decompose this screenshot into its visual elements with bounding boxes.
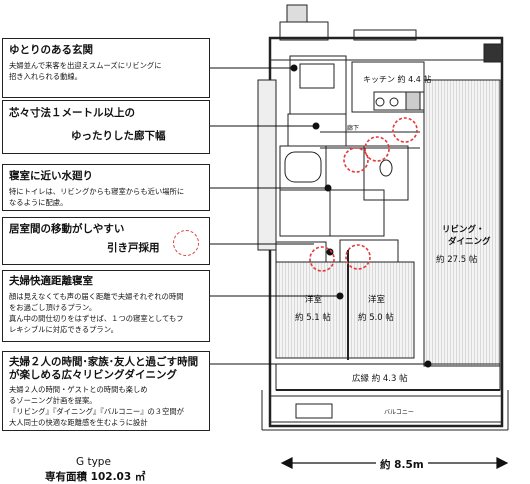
balcony-label: バルコニー <box>384 409 414 416</box>
callout-title: 居室間の移動がしやすい <box>9 223 125 235</box>
callout-desc: 夫婦並んで来客を出迎えスムーズにリビングに 招き入れられる動線。 <box>9 61 162 81</box>
callout-hallway: 芯々寸法１メートル以上の ゆったりした廊下幅 <box>2 100 210 154</box>
leader-dots <box>290 64 432 368</box>
callout-water: 寝室に近い水廻り 特にトイレは、リビングからも寝室からも近い場所に なるように配… <box>2 164 210 211</box>
callout-bedroom: 夫婦快適距離寝室 顔は見えなくても声の届く距離で夫婦それぞれの時間 をお過ごし頂… <box>2 270 210 342</box>
callout-title-line2: 引き戸採用 <box>107 242 160 254</box>
dashed-circle-legend <box>173 230 199 256</box>
plan-walls <box>257 4 509 431</box>
callout-entrance: ゆとりのある玄関 夫婦並んで来客を出迎えスムーズにリビングに 招き入れられる動線… <box>2 38 210 98</box>
hall-label: 廊下 <box>347 124 359 132</box>
plan-type: G type <box>76 456 111 468</box>
callout-desc: 特にトイレは、リビングからも寝室からも近い場所に なるように配慮。 <box>9 187 185 207</box>
engawa-label: 広縁 約 4.3 帖 <box>352 373 408 384</box>
western1-label: 洋室 <box>305 294 323 305</box>
callout-title-line2: が楽しめる広々リビングダイニング <box>9 369 177 381</box>
kitchen-label: キッチン 約 4.4 帖 <box>363 74 431 84</box>
callout-desc: 顔は見えなくても声の届く距離で夫婦それぞれの時間 をお過ごし頂けるプラン。 真ん… <box>9 292 184 334</box>
callout-sliding-door: 居室間の移動がしやすい 引き戸採用 <box>2 217 210 265</box>
western2-size-label: 約 5.0 帖 <box>358 312 394 323</box>
callout-desc: 夫婦２人の時間・ゲストとの時間も楽しめ るゾーニング計画を提案。 『リビング』『… <box>9 385 184 427</box>
living-label: リビング・ダイニング <box>442 224 491 247</box>
callout-title: 夫婦快適距離寝室 <box>9 275 93 287</box>
callout-title-line2: ゆったりした廊下幅 <box>71 130 166 142</box>
callout-title: ゆとりのある玄関 <box>9 44 93 56</box>
width-dimension: 約 8.5m <box>376 457 428 472</box>
leader-lines <box>210 67 428 365</box>
floor-area: 専有面積 102.03 ㎡ <box>45 471 146 483</box>
sliding-door-markers <box>309 117 418 272</box>
callout-title: 芯々寸法１メートル以上の <box>9 107 135 119</box>
callout-title: 夫婦２人の時間･家族･友人と過ごす時間 <box>9 356 199 368</box>
callout-title: 寝室に近い水廻り <box>9 170 93 182</box>
living-size-label: 約 27.5 帖 <box>436 254 478 265</box>
callout-living: 夫婦２人の時間･家族･友人と過ごす時間 が楽しめる広々リビングダイニング 夫婦２… <box>2 351 210 431</box>
western1-size-label: 約 5.1 帖 <box>295 312 331 323</box>
western2-label: 洋室 <box>368 294 386 305</box>
